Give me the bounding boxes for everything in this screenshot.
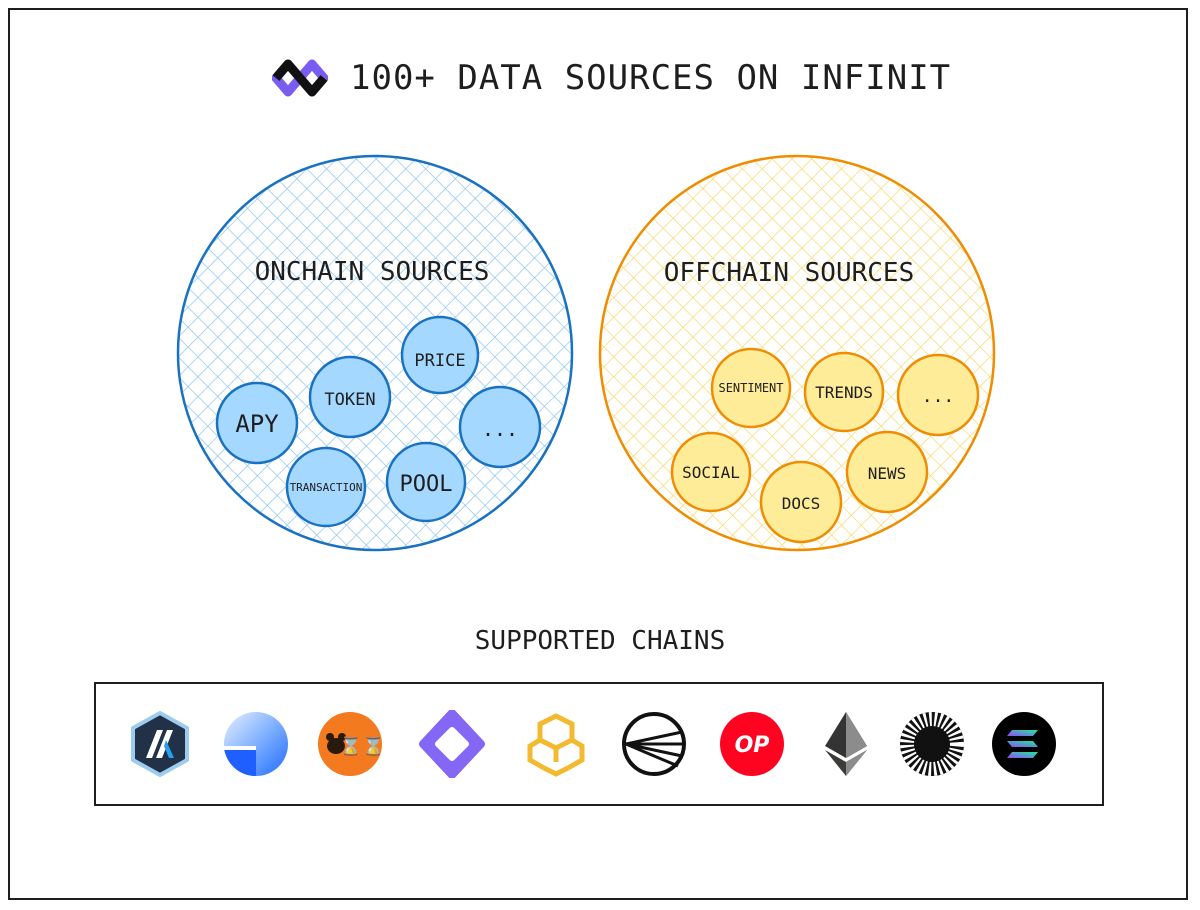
offchain-item-label: SENTIMENT (718, 381, 783, 395)
base-icon (224, 712, 288, 777)
sources-diagram: ONCHAIN SOURCES PRICE TOKEN APY ... TRAN… (176, 154, 996, 552)
bnb-icon (527, 713, 585, 777)
offchain-item-label: DOCS (782, 494, 821, 513)
arbitrum-icon (131, 710, 189, 778)
optimism-icon: OP (720, 712, 784, 776)
supported-chains-box (94, 682, 1104, 806)
onchain-title: ONCHAIN SOURCES (255, 257, 490, 287)
offchain-item-more: ... (896, 353, 980, 437)
onchain-item-pool: POOL (385, 441, 467, 523)
onchain-sources-circle (176, 154, 574, 552)
offchain-items: SENTIMENT TRENDS ... SOCIAL NEWS DOCS (670, 347, 980, 544)
onchain-item-label: TRANSACTION (290, 481, 363, 494)
solana-icon (992, 712, 1056, 776)
onchain-item-token: TOKEN (308, 355, 392, 439)
linea-icon (622, 712, 686, 776)
page-title: 100+ DATA SOURCES ON INFINIT (350, 58, 952, 98)
blast-icon (419, 710, 485, 778)
onchain-item-transaction: TRANSACTION (285, 446, 367, 528)
offchain-item-social: SOCIAL (670, 431, 752, 513)
onchain-items: PRICE TOKEN APY ... TRANSACTION POOL (215, 315, 542, 528)
onchain-item-price: PRICE (400, 315, 480, 395)
offchain-item-label: SOCIAL (682, 463, 740, 482)
onchain-item-apy: APY (215, 381, 299, 465)
optimism-label: OP (735, 733, 770, 758)
zksync-icon (900, 712, 964, 776)
offchain-title: OFFCHAIN SOURCES (664, 258, 914, 288)
offchain-item-trends: TRENDS (803, 351, 885, 433)
berachain-icon: ⌛⌛ (318, 712, 384, 776)
offchain-item-docs: DOCS (759, 460, 843, 544)
onchain-item-label: PRICE (414, 351, 465, 371)
offchain-item-news: NEWS (845, 430, 929, 514)
infinit-logo-icon (272, 59, 328, 97)
supported-chains-title: SUPPORTED CHAINS (474, 626, 726, 656)
onchain-item-label: APY (235, 410, 279, 438)
onchain-item-label: ... (482, 417, 518, 441)
ethereum-icon (825, 712, 867, 776)
onchain-item-label: TOKEN (324, 390, 375, 410)
offchain-item-label: ... (922, 386, 955, 407)
onchain-item-label: POOL (400, 472, 453, 497)
svg-text:⌛⌛: ⌛⌛ (340, 735, 384, 757)
onchain-item-more: ... (458, 385, 542, 469)
diagram-frame (8, 8, 1188, 900)
offchain-item-sentiment: SENTIMENT (710, 347, 792, 429)
offchain-item-label: NEWS (868, 464, 907, 483)
offchain-item-label: TRENDS (815, 383, 873, 402)
